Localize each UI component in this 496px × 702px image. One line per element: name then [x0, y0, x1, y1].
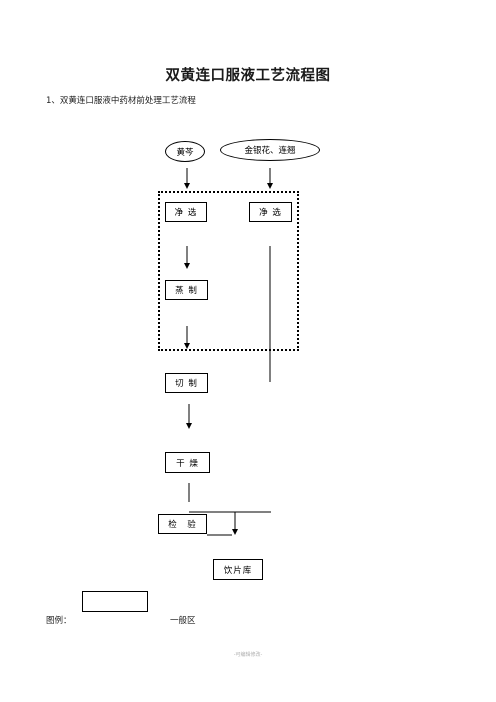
step-qiezhi: 切 制: [165, 373, 208, 393]
step-yinpianku: 饮片库: [213, 559, 263, 580]
input-huangqin: 黄芩: [165, 141, 205, 162]
legend-general-area-text: 一般区: [170, 616, 196, 626]
section-heading: 1、双黄连口服液中药材前处理工艺流程: [46, 96, 196, 106]
document-title: 双黄连口服液工艺流程图: [165, 68, 331, 84]
legend-general-area-box: [82, 591, 148, 612]
step-jingxuan-left: 净 选: [165, 202, 207, 222]
legend-label: 图例：: [46, 616, 72, 626]
input-jinyinhua-lianqiao: 金银花、连翘: [220, 139, 320, 161]
step-ganzao: 干 燥: [165, 452, 210, 473]
step-jingxuan-right: 净 选: [249, 202, 292, 222]
footer-note: -可编辑修改-: [233, 652, 263, 658]
step-zhengzhi: 蒸 制: [165, 280, 208, 300]
step-jianyan: 检 验: [158, 514, 207, 534]
clean-area-boundary: [158, 191, 299, 351]
